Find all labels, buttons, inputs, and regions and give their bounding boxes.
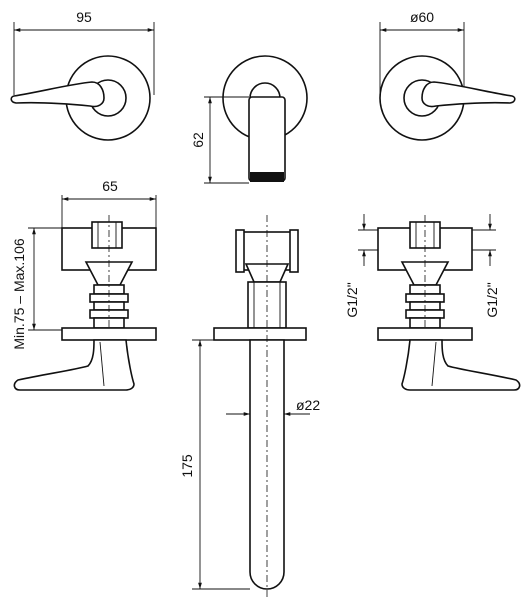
spout-body-top [248, 96, 286, 182]
lever-side [13, 339, 135, 391]
height-62-label: 62 [190, 132, 206, 148]
min-max-label: Min.75 – Max.106 [11, 238, 27, 349]
left-valve-side-view: 65 Min.75 – Max.106 [11, 178, 157, 391]
diameter-22-label: ø22 [296, 397, 320, 413]
right-valve-side-view: G1/2" G1/2" [344, 214, 521, 391]
rosette-plate [61, 327, 157, 341]
lever-handle [10, 81, 105, 108]
diameter-60-label: ø60 [410, 9, 434, 25]
rosette-plate-right [377, 327, 473, 341]
valve-nut [91, 221, 123, 249]
width-65-label: 65 [102, 178, 118, 194]
spout-pipe [249, 339, 285, 590]
top-right-handle-view: ø60 [379, 9, 516, 141]
aerator [250, 172, 284, 182]
spout-collar [249, 82, 281, 99]
lever-side-right [401, 339, 521, 391]
connector-flange-right [289, 229, 299, 273]
thread-right-label: G1/2" [484, 282, 500, 317]
connector-flange-left [235, 229, 245, 273]
spout-side-view: 175 ø22 [179, 215, 320, 600]
thread-left-label: G1/2" [344, 282, 360, 317]
spout-rosette-plate [213, 327, 307, 341]
top-spout-view: 62 [190, 55, 308, 184]
lever-handle-right [421, 81, 516, 108]
width-95-label: 95 [76, 9, 92, 25]
length-175-label: 175 [179, 454, 195, 478]
top-left-handle-view: 95 [10, 9, 155, 141]
